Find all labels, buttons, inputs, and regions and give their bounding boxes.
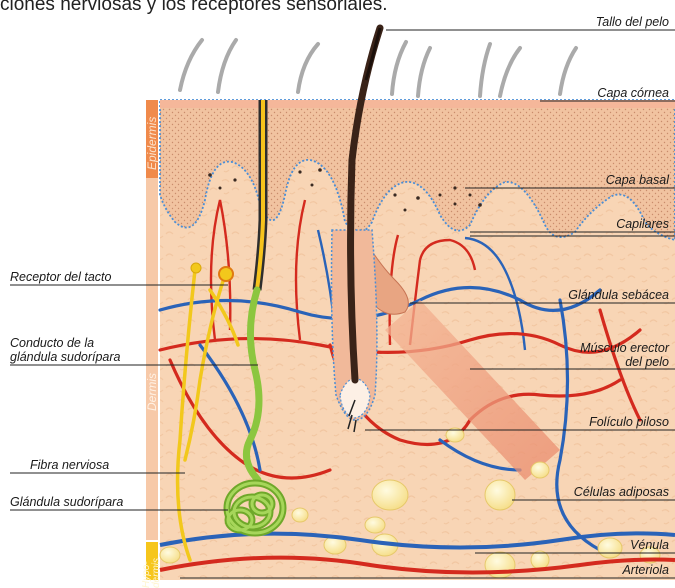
label-arteriola: Arteriola bbox=[622, 563, 669, 577]
label-fibra-nerviosa: Fibra nerviosa bbox=[30, 458, 109, 472]
dermis-bar bbox=[146, 178, 158, 540]
label-capa-basal: Capa basal bbox=[606, 173, 669, 187]
touch-receptor-end bbox=[191, 263, 201, 273]
layer-hypodermis: Hypo- dermis bbox=[142, 544, 162, 588]
layer-dermis: Dermis bbox=[145, 363, 159, 411]
label-capilares: Capilares bbox=[616, 217, 669, 231]
label-foliculo-piloso: Folículo piloso bbox=[589, 415, 669, 429]
label-glandula-sebacea: Glándula sebácea bbox=[568, 288, 669, 302]
layer-epidermis: Epidermis bbox=[145, 102, 159, 170]
label-capa-cornea: Capa córnea bbox=[597, 86, 669, 100]
surface-hairs bbox=[180, 40, 576, 96]
label-celulas-adiposas: Células adiposas bbox=[574, 485, 669, 499]
hair-shaft-tip bbox=[366, 28, 380, 80]
intro-text: ciones nerviosas y los receptores sensor… bbox=[0, 0, 388, 16]
label-tallo-pelo: Tallo del pelo bbox=[596, 15, 669, 29]
label-venula: Vénula bbox=[630, 538, 669, 552]
label-glandula-sudoripara: Glándula sudorípara bbox=[10, 495, 123, 509]
label-musculo-erector: Músculo erector del pelo bbox=[580, 341, 669, 369]
label-receptor-tacto: Receptor del tacto bbox=[10, 270, 111, 284]
label-conducto-glandula: Conducto de la glándula sudorípara bbox=[10, 336, 121, 364]
touch-receptor bbox=[219, 267, 233, 281]
